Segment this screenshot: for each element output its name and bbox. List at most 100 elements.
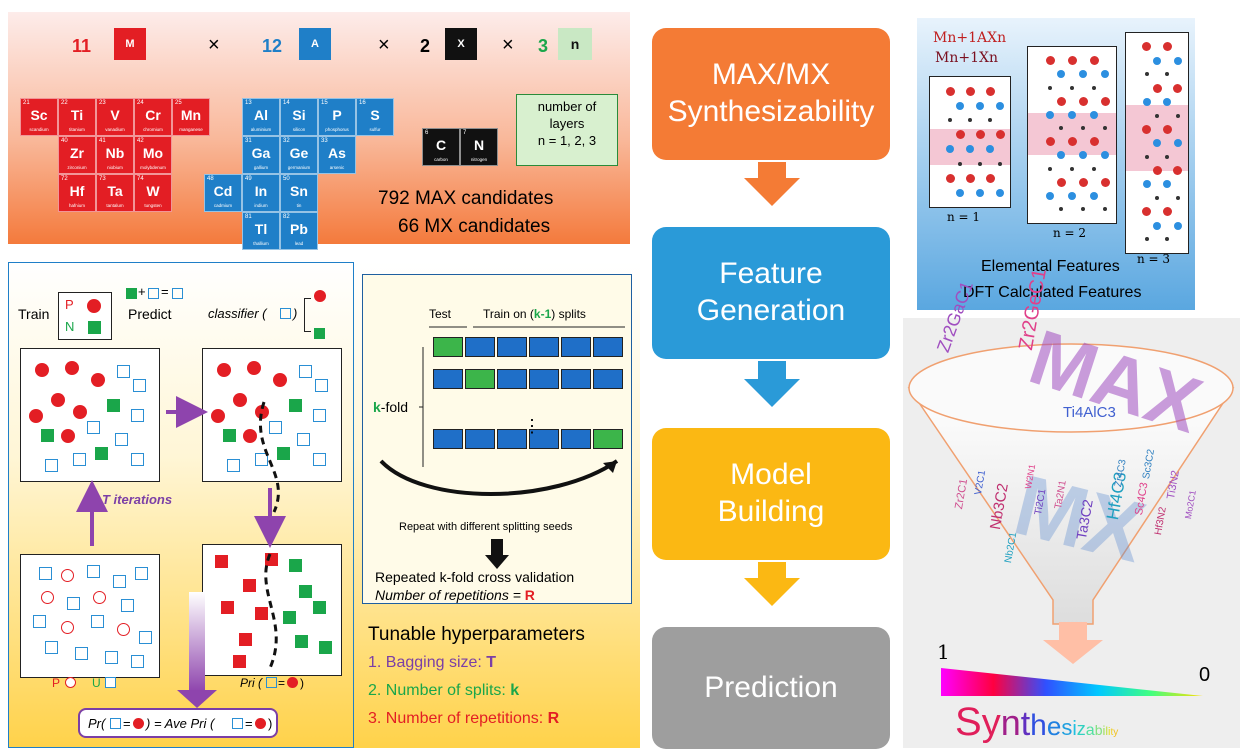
m-atom [1173, 166, 1183, 175]
x-atom [1144, 237, 1149, 242]
element-number: 81 [245, 214, 252, 220]
decision-boundary-1 [258, 401, 280, 513]
unlabeled-sample [39, 567, 52, 580]
classifier-negative [314, 328, 325, 339]
positive-unlabeled [41, 591, 54, 604]
a-atom [1046, 110, 1054, 119]
a-atom [1101, 70, 1109, 79]
funnel-arrow-head [1043, 640, 1103, 664]
element-symbol: Cr [145, 107, 161, 123]
predict-label: Predict [128, 306, 172, 322]
element-number: 16 [359, 100, 366, 106]
unlabeled-sample [87, 565, 100, 578]
m-atom [945, 86, 955, 96]
train-split [497, 337, 527, 357]
element-number: 74 [137, 176, 144, 182]
train-splits-post: ) splits [551, 307, 586, 321]
scatter-unlabeled [20, 554, 160, 678]
max-candidates-total: 792 MAX candidates [378, 188, 554, 209]
x-count: 2 [420, 36, 431, 56]
positive-sample [273, 373, 287, 387]
x-atom [968, 118, 972, 123]
unlabeled-sample [45, 641, 58, 654]
x-atom [1048, 166, 1052, 171]
predicted-positive [215, 555, 228, 568]
positive-unlabeled [61, 621, 74, 634]
unlabeled-sample [131, 409, 144, 422]
m-atom [945, 173, 955, 183]
hyper-item-1-text: 1. Bagging size: [368, 654, 487, 671]
synthesizability-letter: y [1113, 727, 1119, 738]
ave-dot-1 [133, 718, 144, 729]
positive-sample [255, 405, 269, 419]
predicted-positive [243, 579, 256, 592]
scale-high-label: 1 [937, 640, 950, 664]
flow-arrow-3-stem [758, 562, 786, 578]
hyper-item-3: 3. Number of repetitions: R [368, 710, 559, 728]
unlabeled-sample [227, 459, 240, 472]
x-atom [988, 118, 992, 123]
average-arrow-stem [189, 592, 205, 692]
negative-sample [319, 641, 332, 654]
eq-result-square [172, 288, 183, 299]
synthesizability-letter: i [1102, 723, 1106, 738]
ave-eq-2: = [245, 716, 253, 731]
negative-sample [313, 601, 326, 614]
train-split [465, 429, 495, 449]
unlabeled-sample [313, 453, 326, 466]
a-atom [956, 101, 964, 110]
element-symbol: W [146, 183, 160, 199]
element-number: 21 [23, 100, 30, 106]
element-number: 50 [283, 176, 290, 182]
a-atom [1173, 221, 1182, 230]
unlabeled-sample [121, 599, 134, 612]
element-name: scandium [29, 127, 49, 132]
unlabeled-sample [131, 655, 144, 668]
legend-p-marker [65, 677, 76, 688]
classifier-close: ) [293, 306, 298, 321]
train-split [529, 337, 559, 357]
unlabeled-sample [131, 453, 144, 466]
m-atom [985, 173, 995, 183]
classifier-positive [314, 290, 326, 302]
synthesizability-letter: l [1105, 724, 1109, 738]
a-atom [1079, 151, 1087, 160]
element-name: aluminium [250, 127, 272, 132]
scale-triangle [941, 668, 1203, 696]
a-atom [996, 188, 1004, 197]
a-atom [1173, 56, 1182, 65]
x-atom [1070, 85, 1074, 90]
a-atom [1142, 180, 1151, 189]
label-n2: n = 2 [1053, 226, 1087, 240]
a-atom [1057, 151, 1065, 160]
element-name: molybdenum [140, 165, 166, 170]
m-atom [955, 130, 965, 140]
kfold-panel: Test Train on (k-1) splits k-fold ⋮ Repe… [362, 274, 632, 604]
a-atom [1101, 151, 1109, 160]
scatter-predicted [202, 544, 342, 676]
average-formula-box: Pr( = ) = Ave Pri ( = ) [78, 708, 278, 738]
train-legend-box: P N [58, 292, 112, 340]
pri-square [266, 677, 277, 688]
element-name: nitrogen [470, 157, 488, 162]
eq-plus: + [138, 284, 146, 299]
element-number: 48 [207, 176, 214, 182]
flow-arrow-1 [744, 178, 800, 206]
hyper-item-2-text: 2. Number of splits: [368, 682, 511, 699]
repeated-kfold-title: Repeated k-fold cross validation [375, 569, 575, 585]
a-atom [1153, 56, 1161, 65]
test-label: Test [429, 307, 452, 321]
element-name: silicon [292, 127, 306, 132]
element-number: 25 [175, 100, 182, 106]
m-atom [1089, 137, 1099, 147]
